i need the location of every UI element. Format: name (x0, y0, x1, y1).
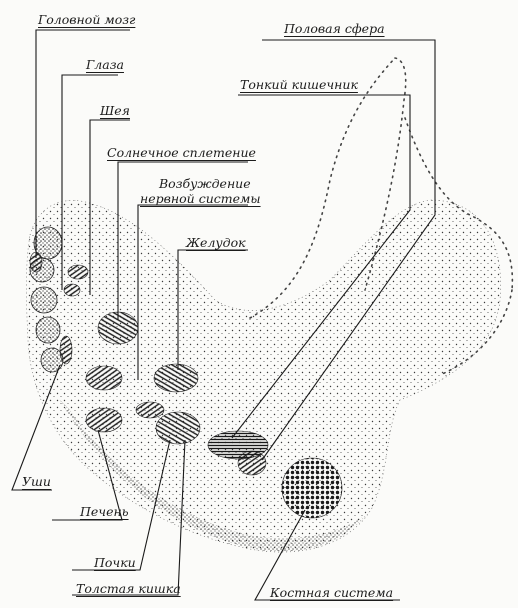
label-genital-area: Половая сфера (284, 22, 385, 35)
label-solar-plexus: Солнечное сплетение (107, 146, 256, 159)
zone-stomach (154, 364, 198, 392)
label-large-intestine: Толстая кишка (76, 582, 181, 595)
label-small-intestine: Тонкий кишечник (240, 78, 358, 91)
label-brain: Головной мозг (38, 13, 135, 26)
zone-neck (64, 284, 80, 296)
zone-genital (238, 451, 266, 475)
label-liver: Печень (80, 505, 129, 518)
zone-eyes (68, 265, 88, 279)
label-nervous-excitation-1: Возбуждение (159, 177, 251, 190)
label-nervous-excitation-2: нервной системы (140, 192, 261, 205)
label-neck: Шея (100, 104, 130, 117)
label-ears: Уши (22, 475, 51, 488)
zone-ears (60, 336, 72, 364)
zone-kidneys (156, 412, 200, 444)
zone-liver (86, 408, 122, 432)
zone-skeletal (282, 458, 342, 518)
zone-large-intestine (136, 402, 164, 418)
zone-nervous (86, 366, 122, 390)
label-stomach: Желудок (186, 236, 246, 249)
label-skeletal-system: Костная система (270, 586, 393, 599)
label-kidneys: Почки (94, 556, 136, 569)
label-eyes: Глаза (86, 58, 124, 71)
